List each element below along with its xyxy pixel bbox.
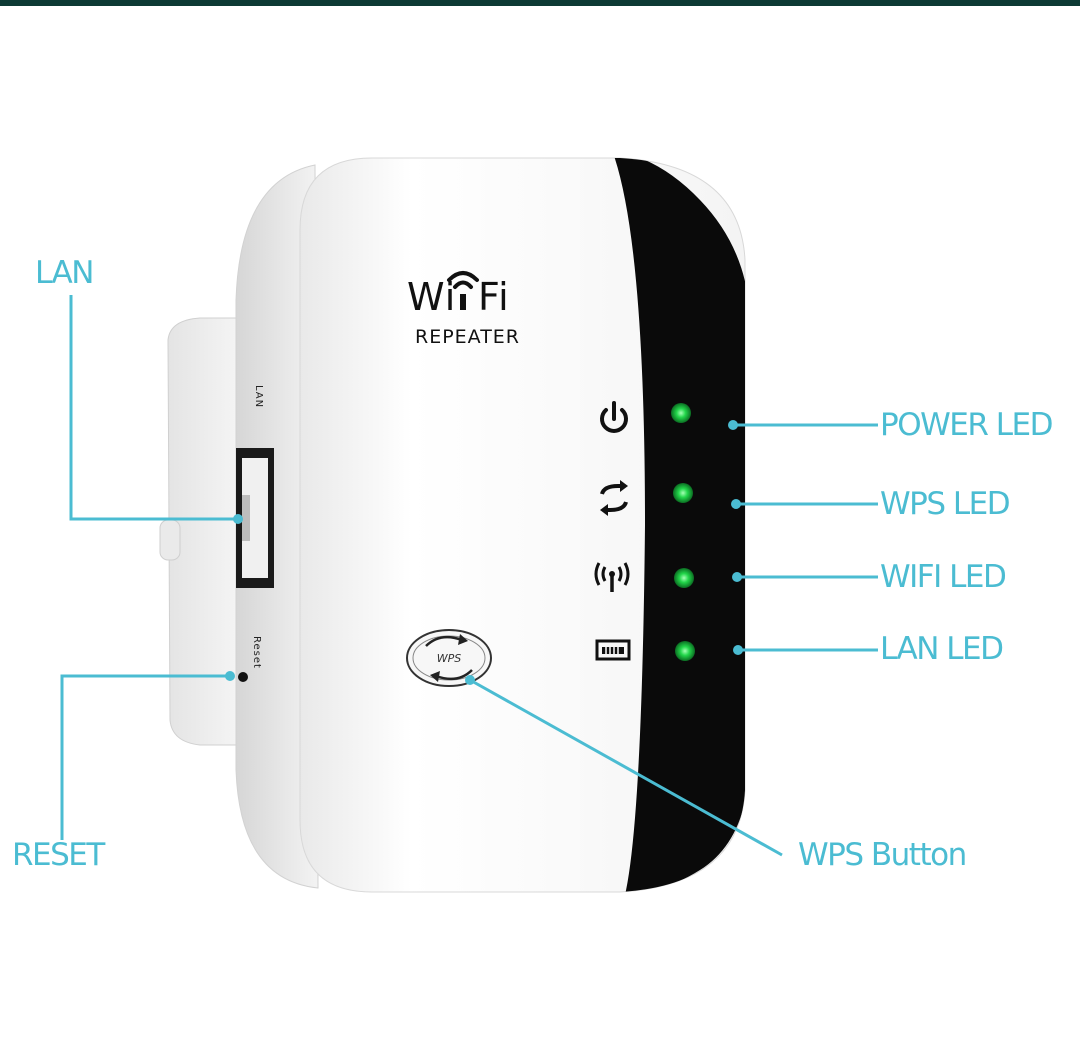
leader-lan-led-dot: [733, 645, 743, 655]
wifi-antenna-icon: [594, 562, 630, 592]
callout-wps-button: WPS Button: [798, 837, 967, 873]
logo-wi: Wi: [407, 275, 456, 319]
reset-side-label: Reset: [251, 636, 262, 669]
leader-reset-dot: [225, 671, 235, 681]
callout-lan-led: LAN LED: [880, 631, 1004, 667]
leader-wps-led-dot: [731, 499, 741, 509]
power-led: [671, 403, 691, 423]
power-icon: [600, 401, 628, 433]
black-front-panel: [612, 158, 745, 892]
sync-arrows-icon: [600, 480, 628, 516]
leader-wifi-led-dot: [732, 572, 742, 582]
leader-power-led-dot: [728, 420, 738, 430]
device-side: LAN Reset: [235, 164, 319, 889]
wifi-led: [674, 568, 694, 588]
wps-button[interactable]: WPS: [406, 629, 492, 687]
leader-lan-dot: [233, 514, 243, 524]
callout-reset: RESET: [12, 837, 105, 873]
wall-plug: [159, 317, 241, 746]
reset-pinhole[interactable]: [238, 672, 248, 682]
wifi-repeater-logo: Wi Fi REPEATER: [407, 271, 520, 348]
lan-led: [675, 641, 695, 661]
logo-repeater: REPEATER: [415, 326, 520, 348]
callout-wifi-led: WIFI LED: [880, 559, 1007, 595]
ethernet-port-icon: [595, 639, 631, 661]
leader-lines: [60, 295, 878, 857]
wps-button-label: WPS: [437, 652, 462, 665]
logo-wifi-icon: [447, 271, 479, 310]
leader-wps-button: [469, 678, 783, 857]
top-bar: [0, 0, 1080, 6]
callout-lan: LAN: [35, 255, 94, 291]
leader-reset: [60, 674, 230, 840]
lan-port-side-label: LAN: [253, 385, 264, 408]
wps-led: [673, 483, 693, 503]
leader-wps-button-dot: [465, 675, 475, 685]
device-body: [299, 157, 746, 893]
callout-wps-led: WPS LED: [880, 486, 1011, 522]
leader-lan: [69, 295, 238, 521]
callout-power-led: POWER LED: [880, 407, 1053, 443]
logo-fi: Fi: [478, 275, 510, 319]
